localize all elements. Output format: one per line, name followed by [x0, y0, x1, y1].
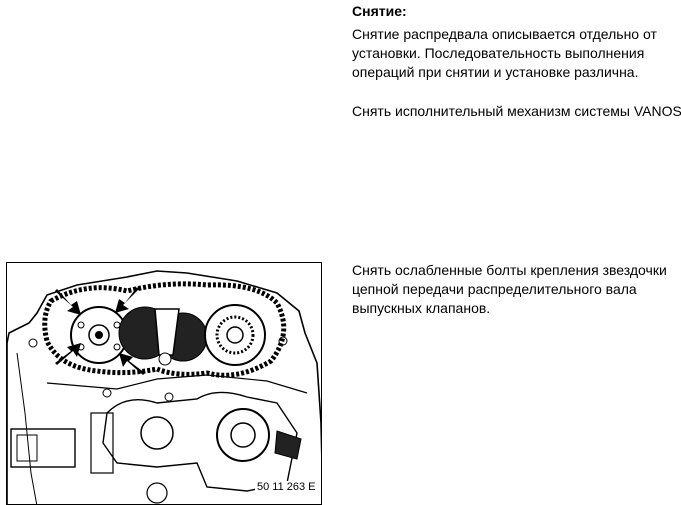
engine-diagram: 50 11 263 E — [6, 262, 322, 505]
exhaust-sprocket — [204, 304, 266, 366]
section-heading: Снятие: — [352, 3, 407, 19]
paragraph-remove-vanos: Снять исполнительный механизм системы VA… — [352, 103, 681, 119]
paragraph-remove-bolts: Снять ослабленные болты крепления звездо… — [352, 262, 667, 316]
figure-code: 50 11 263 E — [255, 481, 318, 493]
engine-drawing — [7, 270, 321, 504]
paragraph-removal-note: Снятие распредвала описывается отдельно … — [352, 26, 657, 80]
bolt-arrows — [55, 287, 145, 375]
center-gears — [118, 306, 208, 366]
